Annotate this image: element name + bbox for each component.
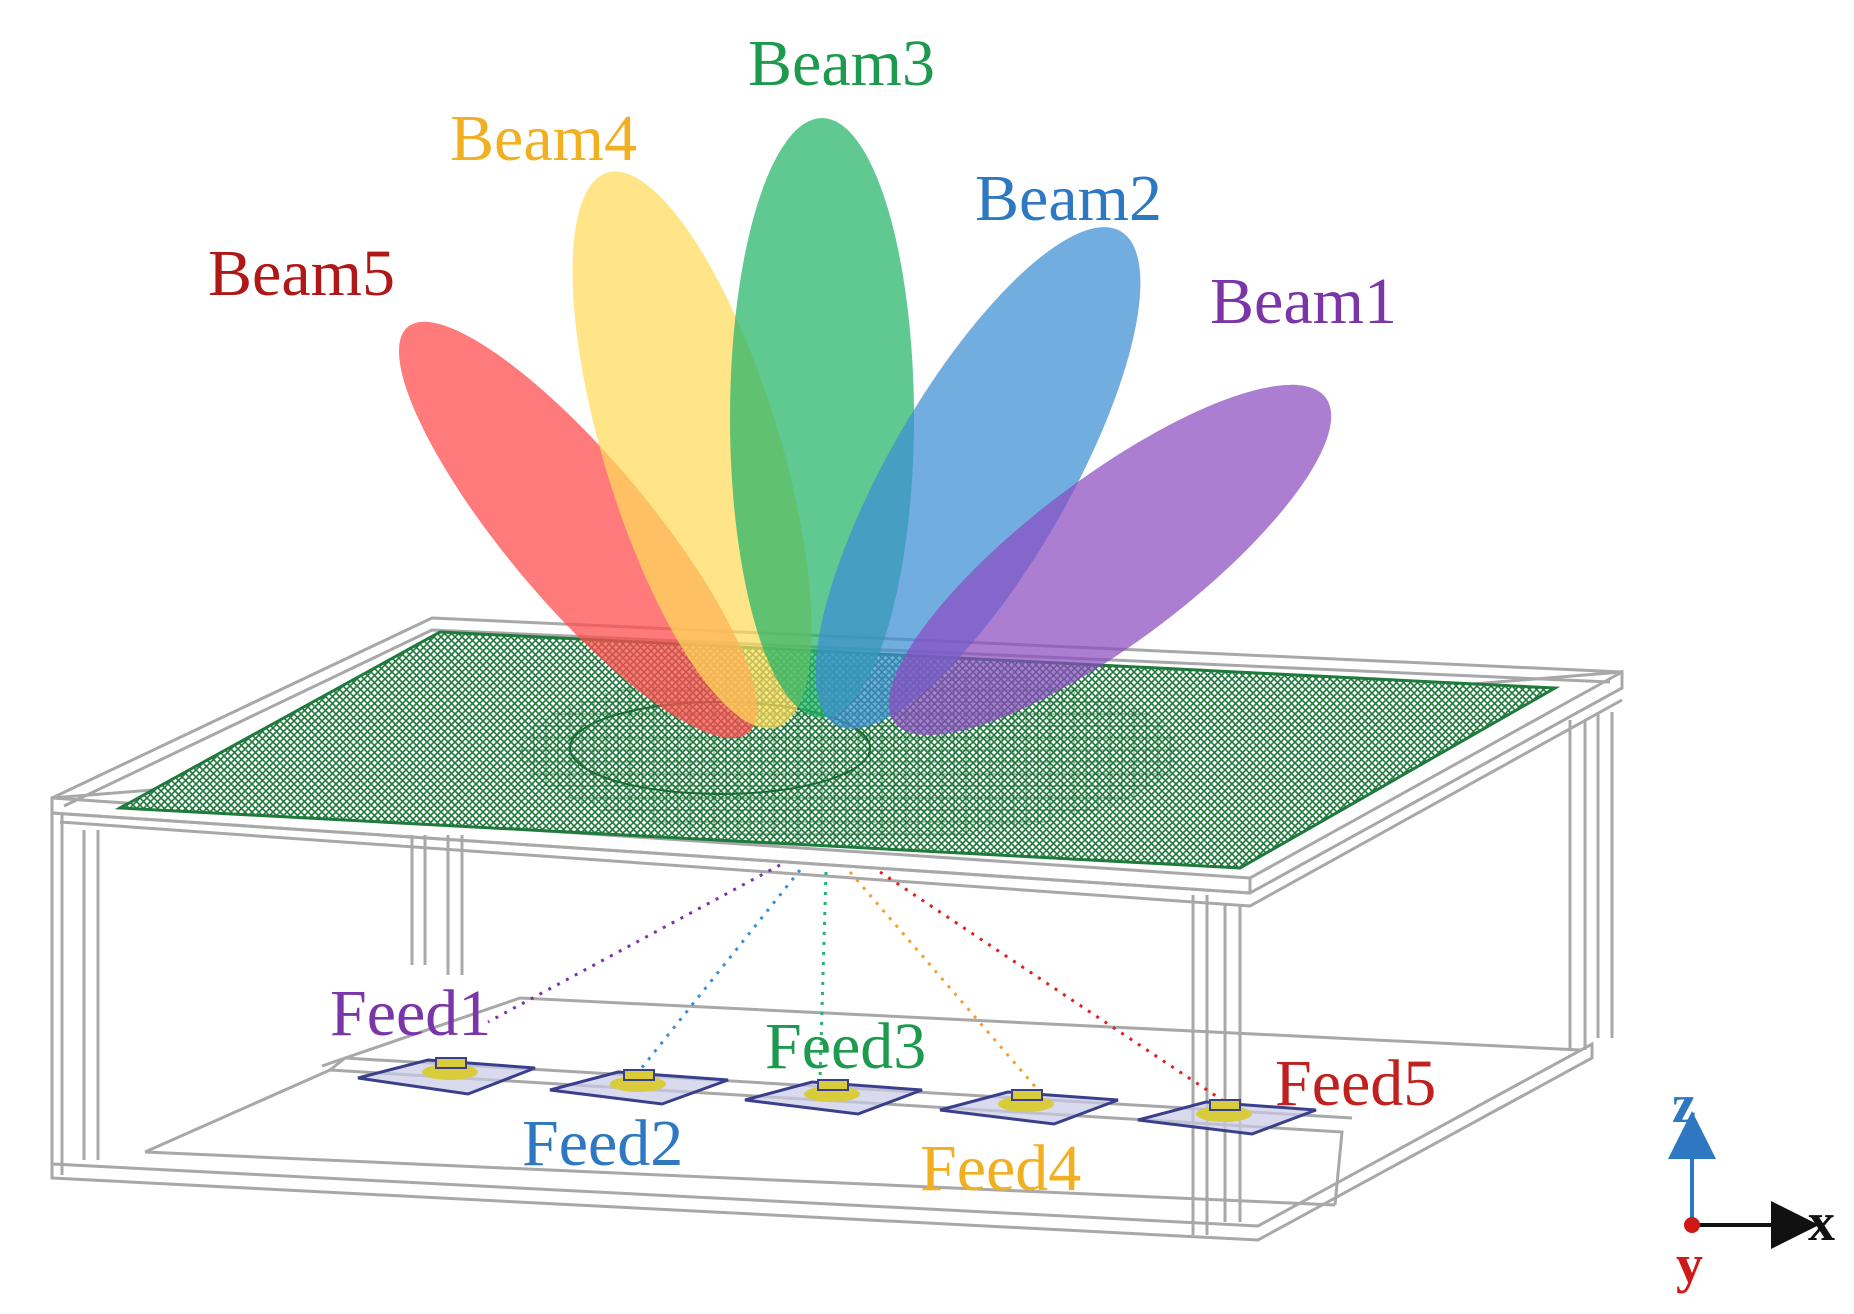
feed4-patch (939, 1089, 1119, 1126)
y-axis-label: y (1676, 1234, 1703, 1294)
feed2-label: Feed2 (522, 1107, 683, 1180)
beam2-label: Beam2 (975, 162, 1162, 235)
feed3-label: Feed3 (765, 1010, 926, 1083)
beam-labels: Beam1 Beam2 Beam3 Beam4 Beam5 (208, 27, 1397, 338)
feed3-patch (744, 1079, 923, 1116)
coordinate-axes: z x y (1668, 1074, 1835, 1294)
beam3-label: Beam3 (748, 27, 935, 100)
beam5-label: Beam5 (208, 237, 395, 310)
support-posts (50, 712, 1614, 1235)
x-axis-label: x (1808, 1192, 1835, 1252)
feed4-label: Feed4 (920, 1132, 1081, 1205)
beam1-label: Beam1 (1210, 265, 1397, 338)
feed1-label: Feed1 (330, 977, 491, 1050)
beam1-lobe (888, 384, 1332, 736)
beam4-label: Beam4 (450, 102, 637, 175)
feed-labels: Feed1 Feed2 Feed3 Feed4 Feed5 (330, 977, 1436, 1205)
beam5-lobe (398, 321, 758, 739)
feed-lines (487, 863, 1223, 1102)
beams (398, 118, 1332, 739)
feed5-label: Feed5 (1275, 1047, 1436, 1120)
z-axis-label: z (1672, 1074, 1696, 1134)
feed-patches (357, 1057, 1317, 1136)
feed2-patch (549, 1069, 729, 1106)
feed1-patch (357, 1057, 536, 1096)
feed5-patch (1137, 1099, 1317, 1136)
beam2-lobe (815, 227, 1141, 729)
y-axis-dot (1684, 1217, 1700, 1233)
